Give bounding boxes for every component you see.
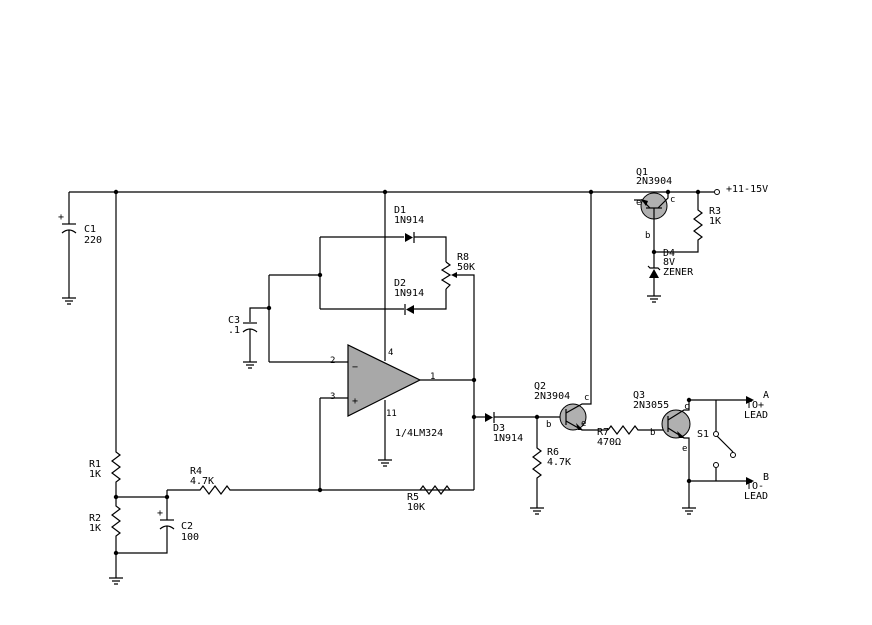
resistor-r5: R5 10K (407, 485, 451, 513)
ground-symbol (647, 295, 661, 303)
capacitor-c1: + C1 220 (58, 192, 102, 298)
svg-text:−: − (352, 362, 358, 373)
op-amp-u1: − + 2 3 4 11 1 1/4LM324 (330, 344, 443, 439)
svg-text:3: 3 (330, 392, 335, 402)
svg-text:4: 4 (388, 348, 393, 358)
diode-d3: D3 1N914 (474, 412, 564, 444)
svg-text:R2: R2 (89, 513, 101, 524)
svg-text:4.7K: 4.7K (190, 476, 214, 487)
svg-text:c: c (684, 402, 689, 412)
svg-text:1K: 1K (709, 216, 721, 227)
svg-text:D1: D1 (394, 205, 406, 216)
svg-text:2N3055: 2N3055 (633, 400, 669, 411)
svg-text:e: e (682, 444, 687, 454)
svg-text:50K: 50K (457, 262, 475, 273)
resistor-r2: R2 1K (89, 497, 121, 578)
svg-text:b: b (650, 428, 655, 438)
diode-d2: D2 1N914 (320, 278, 447, 315)
potentiometer-r8: R8 50K (440, 252, 475, 380)
transistor-q1: Q1 2N3904 e c b (634, 167, 675, 252)
svg-text:TO-: TO- (746, 481, 764, 492)
capacitor-c3: C3 .1 (228, 307, 269, 362)
svg-text:e: e (636, 198, 641, 208)
ground-symbol (109, 577, 123, 585)
svg-text:R6: R6 (547, 447, 559, 458)
resistor-r7: R7 470Ω (597, 425, 664, 448)
switch-s1: S1 (697, 400, 736, 481)
transistor-q2: Q2 2N3904 b c e (534, 192, 608, 431)
diode-d1: D1 1N914 (320, 205, 447, 262)
ground-symbol (243, 361, 257, 369)
svg-text:A: A (763, 390, 769, 401)
svg-text:c: c (670, 195, 675, 205)
svg-text:b: b (645, 231, 650, 241)
resistor-r4: R4 4.7K (167, 466, 474, 495)
svg-text:TO+: TO+ (746, 400, 764, 411)
svg-text:D2: D2 (394, 278, 406, 289)
svg-text:1K: 1K (89, 469, 101, 480)
svg-text:R8: R8 (457, 252, 469, 263)
svg-text:R3: R3 (709, 206, 721, 217)
ground-symbol (682, 507, 696, 515)
svg-text:R7: R7 (597, 427, 609, 438)
svg-text:e: e (581, 419, 586, 429)
svg-text:8V: 8V (663, 257, 675, 268)
svg-text:+: + (58, 212, 64, 223)
svg-text:R1: R1 (89, 459, 101, 470)
svg-text:470Ω: 470Ω (597, 437, 621, 448)
svg-text:.1: .1 (228, 325, 240, 336)
svg-text:1K: 1K (89, 523, 101, 534)
svg-text:2N3904: 2N3904 (636, 176, 672, 187)
op-amp-label: 1/4LM324 (395, 428, 443, 439)
c1-ref: C1 (84, 224, 96, 235)
svg-text:2N3904: 2N3904 (534, 391, 570, 402)
svg-text:Q2: Q2 (534, 381, 546, 392)
svg-text:11: 11 (386, 409, 397, 419)
svg-text:R5: R5 (407, 492, 419, 503)
svg-text:ZENER: ZENER (663, 267, 694, 278)
c1-value: 220 (84, 235, 102, 246)
ground-symbol (530, 507, 544, 515)
svg-text:S1: S1 (697, 429, 709, 440)
svg-text:LEAD: LEAD (744, 410, 768, 421)
svg-text:+: + (157, 508, 163, 519)
svg-text:R4: R4 (190, 466, 202, 477)
svg-text:B: B (763, 472, 769, 483)
output-terminal-b: B TO- LEAD (744, 472, 769, 502)
resistor-r6: R6 4.7K (532, 417, 571, 508)
ground-symbol (378, 459, 392, 467)
supply-voltage-label: +11-15V (726, 184, 768, 195)
svg-text:Q3: Q3 (633, 390, 645, 401)
transistor-q3: Q3 2N3055 b c e (633, 390, 746, 508)
svg-text:c: c (584, 393, 589, 403)
svg-text:D3: D3 (493, 423, 505, 434)
svg-text:Q1: Q1 (636, 167, 648, 178)
zener-diode-d4: D4 8V ZENER (647, 248, 694, 296)
output-terminal-a: A TO+ LEAD (744, 390, 769, 421)
svg-text:1N914: 1N914 (394, 288, 424, 299)
resistor-r1: R1 1K (89, 192, 121, 496)
capacitor-c2: + C2 100 (116, 490, 199, 554)
svg-text:4.7K: 4.7K (547, 457, 571, 468)
svg-text:C2: C2 (181, 521, 193, 532)
svg-text:b: b (546, 420, 551, 430)
svg-text:1: 1 (430, 372, 435, 382)
svg-text:C3: C3 (228, 315, 240, 326)
svg-text:1N914: 1N914 (394, 215, 424, 226)
resistor-r3: R3 1K (654, 192, 721, 253)
svg-text:D4: D4 (663, 248, 675, 259)
svg-text:100: 100 (181, 532, 199, 543)
svg-text:2: 2 (330, 356, 335, 366)
ground-symbol (62, 297, 76, 305)
svg-text:LEAD: LEAD (744, 491, 768, 502)
svg-text:+: + (352, 396, 358, 407)
svg-text:1N914: 1N914 (493, 433, 523, 444)
svg-text:10K: 10K (407, 502, 425, 513)
